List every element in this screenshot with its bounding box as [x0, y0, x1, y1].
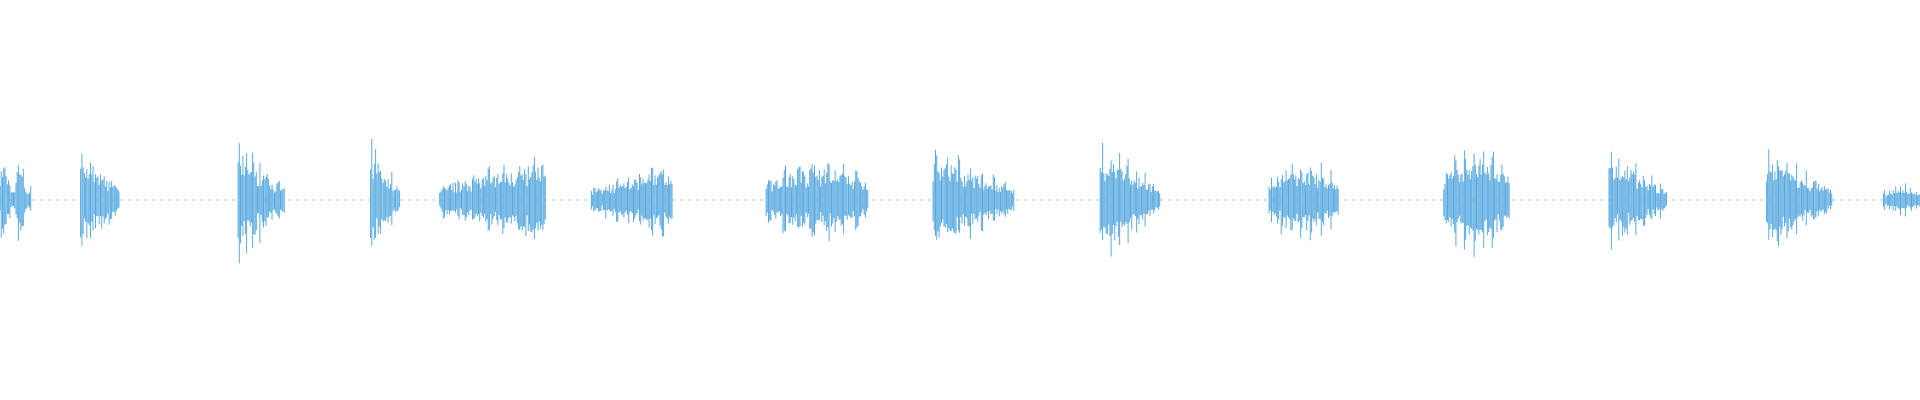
waveform-burst — [0, 164, 32, 241]
waveform-burst — [765, 162, 869, 242]
waveform-burst — [237, 143, 285, 264]
waveform-burst — [932, 150, 1015, 240]
waveform-burst — [1765, 149, 1833, 247]
waveform-burst — [1268, 162, 1339, 241]
waveform-burst — [1883, 183, 1920, 217]
waveform-burst — [439, 156, 546, 240]
waveform-burst — [590, 167, 673, 237]
waveform-burst — [1443, 150, 1510, 257]
waveform-burst — [80, 153, 120, 246]
waveform-burst — [1608, 151, 1668, 250]
waveform-burst — [1099, 142, 1161, 257]
waveform-burst — [370, 138, 400, 246]
